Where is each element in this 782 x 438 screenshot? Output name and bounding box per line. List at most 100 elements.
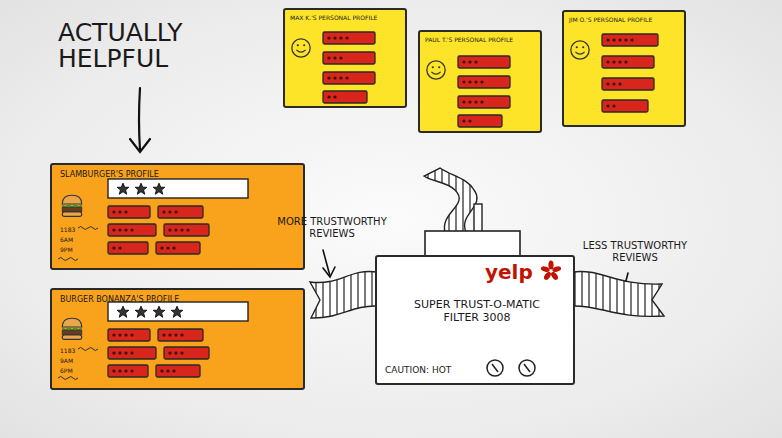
rating-star — [117, 183, 129, 194]
personal-profile: MAX K.'S PERSONAL PROFILE — [283, 8, 407, 108]
review-bar — [164, 347, 209, 359]
review-dot — [112, 333, 115, 336]
review-dot — [124, 369, 127, 372]
review-dot — [339, 56, 342, 59]
review-dot — [468, 119, 471, 122]
review-dot — [124, 351, 127, 354]
review-dot — [130, 228, 133, 231]
review-bar — [323, 52, 375, 64]
burst-petal — [552, 265, 562, 273]
chimney — [474, 204, 482, 234]
brand-logo: yelp — [485, 261, 533, 284]
personal-profile: JIM O.'S PERSONAL PROFILE — [562, 10, 686, 127]
review-dot — [118, 333, 121, 336]
avatar-icon — [571, 41, 589, 59]
review-dot — [118, 246, 121, 249]
review-dot — [130, 351, 133, 354]
review-dot — [339, 36, 342, 39]
hours-text: 9PM — [60, 247, 73, 254]
burger-icon — [62, 195, 82, 216]
text-slot: MORE TRUSTWORTHY REVIEWS — [262, 216, 402, 239]
profile-title: PAUL T.'S PERSONAL PROFILE — [425, 37, 513, 44]
review-dot — [606, 38, 609, 41]
review-dot — [606, 60, 609, 63]
filter-machine: yelpSUPER TRUST-O-MATIC FILTER 3008CAUTI… — [375, 255, 575, 385]
review-dot — [474, 80, 477, 83]
review-dot — [630, 38, 633, 41]
review-bar — [158, 329, 203, 341]
review-dot — [345, 76, 348, 79]
review-bar — [458, 56, 510, 68]
text-slot: 1183 — [60, 227, 75, 234]
review-dot — [168, 333, 171, 336]
review-dot — [333, 95, 336, 98]
profile-art — [58, 179, 248, 261]
review-dot — [474, 100, 477, 103]
review-bar — [602, 56, 654, 68]
review-dot — [180, 351, 183, 354]
review-dot — [162, 333, 165, 336]
burger-icon — [62, 318, 82, 339]
review-bar — [108, 242, 148, 254]
profile-art — [571, 34, 658, 112]
review-bar — [458, 96, 510, 108]
rating-bar — [108, 302, 248, 321]
review-bar — [108, 347, 156, 359]
review-dot — [618, 38, 621, 41]
review-dot — [462, 60, 465, 63]
rating-star — [117, 306, 129, 317]
machine-top — [425, 231, 520, 257]
review-bar — [323, 32, 375, 44]
review-dot — [618, 82, 621, 85]
text-slot: yelp — [485, 261, 533, 284]
review-dot — [339, 76, 342, 79]
business-profile: BURGER BONANZA'S PROFILE11839AM6PM — [50, 288, 305, 390]
review-dot — [480, 80, 483, 83]
burst-petal — [543, 271, 552, 281]
review-bar — [164, 224, 209, 236]
review-bar — [108, 365, 148, 377]
text-slot: 1183 — [60, 348, 75, 355]
review-dot — [462, 119, 465, 122]
review-dot — [327, 56, 330, 59]
review-dot — [468, 100, 471, 103]
review-dot — [468, 60, 471, 63]
yelp-burst — [540, 261, 562, 282]
review-dot — [624, 60, 627, 63]
personal-profile: PAUL T.'S PERSONAL PROFILE — [418, 30, 542, 133]
review-dot — [606, 104, 609, 107]
rating-star — [171, 306, 183, 317]
review-bar — [156, 242, 200, 254]
review-dot — [124, 228, 127, 231]
scribble — [58, 258, 78, 261]
review-dot — [118, 351, 121, 354]
text-slot: MAX K.'S PERSONAL PROFILE — [290, 15, 377, 22]
address-text: 1183 — [60, 227, 75, 234]
hours-text: 6PM — [60, 368, 73, 375]
review-dot — [180, 228, 183, 231]
callout-heading: ACTUALLY HELPFUL — [58, 20, 233, 73]
review-dot — [612, 60, 615, 63]
review-dot — [172, 369, 175, 372]
review-bar — [323, 72, 375, 84]
scribble — [78, 227, 98, 230]
review-dot — [124, 333, 127, 336]
knob — [519, 360, 535, 376]
profile-art — [487, 261, 562, 377]
scribble — [58, 377, 78, 380]
avatar-icon — [427, 61, 445, 79]
review-bar — [602, 78, 654, 90]
review-dot — [174, 228, 177, 231]
review-dot — [333, 56, 336, 59]
review-dot — [624, 38, 627, 41]
review-dot — [327, 36, 330, 39]
more-arrow — [323, 250, 335, 277]
knob-mark — [524, 364, 530, 372]
review-bar — [108, 224, 156, 236]
profile-title: SLAMBURGER'S PROFILE — [60, 170, 159, 179]
profile-art — [292, 32, 375, 103]
text-slot: BURGER BONANZA'S PROFILE — [60, 295, 179, 304]
review-dot — [174, 351, 177, 354]
review-bar — [602, 100, 648, 112]
warning-text: CAUTION: HOT — [385, 365, 451, 375]
